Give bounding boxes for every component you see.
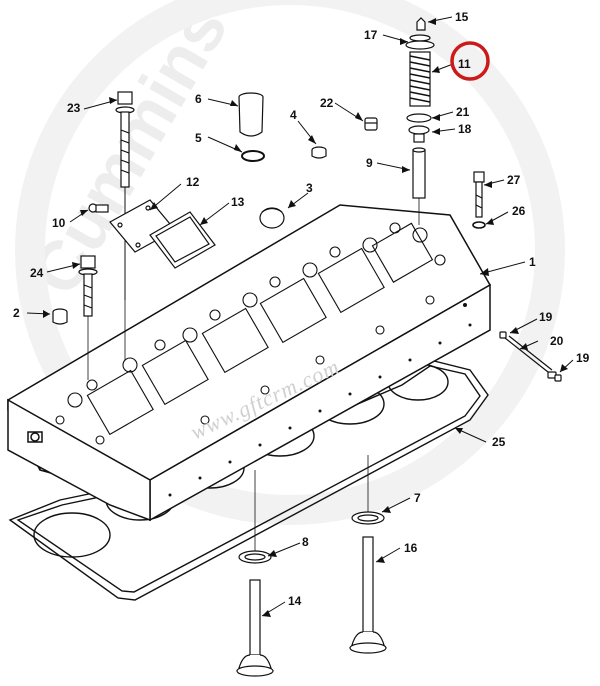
callout-26: 26 — [512, 204, 526, 218]
callout-1: 1 — [529, 255, 536, 269]
leader-arrowheads — [43, 18, 568, 617]
callout-22: 22 — [320, 96, 334, 110]
callout-5: 5 — [195, 131, 202, 145]
head-bolt-short — [78, 255, 98, 317]
callout-3: 3 — [306, 181, 313, 195]
valve-spring-stack — [405, 17, 435, 199]
callout-17: 17 — [364, 28, 378, 42]
callout-14: 14 — [288, 594, 302, 608]
callout-labels: 1 2 3 4 5 6 7 8 9 10 11 12 13 14 15 16 1… — [13, 10, 590, 608]
callout-25: 25 — [492, 435, 506, 449]
injector-sleeve — [238, 92, 265, 162]
callout-15: 15 — [455, 10, 469, 24]
cup-plug — [259, 207, 285, 229]
hex-plug — [364, 117, 378, 131]
callout-11: 11 — [458, 57, 471, 71]
callout-6: 6 — [195, 92, 202, 106]
callout-18: 18 — [458, 122, 472, 136]
callout-19-b: 19 — [576, 351, 590, 365]
callout-4: 4 — [290, 108, 297, 122]
callout-9: 9 — [366, 156, 373, 170]
callout-23: 23 — [67, 101, 81, 115]
callout-19-a: 19 — [539, 310, 553, 324]
head-top-features — [55, 222, 446, 445]
highlight-circle — [450, 41, 490, 81]
callout-2: 2 — [13, 306, 20, 320]
rocker-pin — [499, 331, 562, 382]
callout-10: 10 — [52, 216, 66, 230]
assembly-lines — [87, 198, 420, 551]
stud-bolt — [472, 171, 486, 229]
cylinder-head-block — [6, 204, 492, 522]
valves — [236, 511, 387, 677]
head-side-holes — [168, 303, 472, 497]
callout-13: 13 — [231, 195, 245, 209]
callout-24: 24 — [30, 266, 44, 280]
callout-21: 21 — [456, 105, 470, 119]
callout-12: 12 — [186, 175, 200, 189]
cover-plate — [88, 199, 216, 269]
head-bolt-long — [115, 91, 135, 300]
callout-16: 16 — [404, 541, 418, 555]
small-cup-plug — [311, 146, 327, 159]
callout-8: 8 — [302, 535, 309, 549]
callout-27: 27 — [507, 173, 521, 187]
callout-7: 7 — [414, 491, 421, 505]
expansion-plug — [52, 308, 68, 325]
callout-20: 20 — [550, 334, 564, 348]
